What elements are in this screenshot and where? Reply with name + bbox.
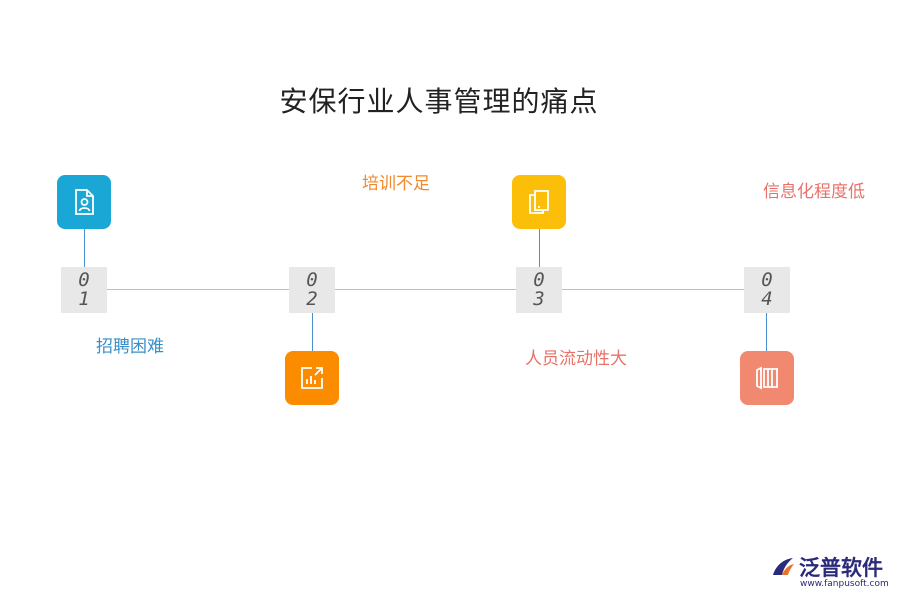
fanpu-logo-icon — [773, 558, 794, 575]
brand-logo: 泛普软件 — [770, 552, 883, 582]
item-4-label: 信息化程度低 — [763, 182, 865, 202]
item-1-icon-tile — [57, 175, 111, 229]
copy-pages-icon — [529, 190, 549, 214]
item-3-connector — [539, 229, 540, 267]
item-3-icon-tile — [512, 175, 566, 229]
logo-name: 泛普软件 — [799, 556, 883, 580]
page-title: 安保行业人事管理的痛点 — [279, 85, 599, 118]
item-1-connector — [84, 229, 85, 267]
document-user-icon — [75, 189, 94, 215]
item-1-label: 招聘困难 — [96, 337, 164, 357]
item-3-label: 人员流动性大 — [525, 349, 627, 369]
item-4-connector — [766, 313, 767, 351]
item-2-connector — [312, 313, 313, 351]
item-2-icon-tile — [285, 351, 339, 405]
item-2-label: 培训不足 — [362, 174, 430, 194]
logo-url: www.fanpusoft.com — [800, 579, 889, 589]
bar-chart-icon — [301, 367, 323, 389]
item-4-icon-tile — [740, 351, 794, 405]
book-columns-icon — [756, 366, 778, 390]
timeline-line — [84, 289, 766, 290]
